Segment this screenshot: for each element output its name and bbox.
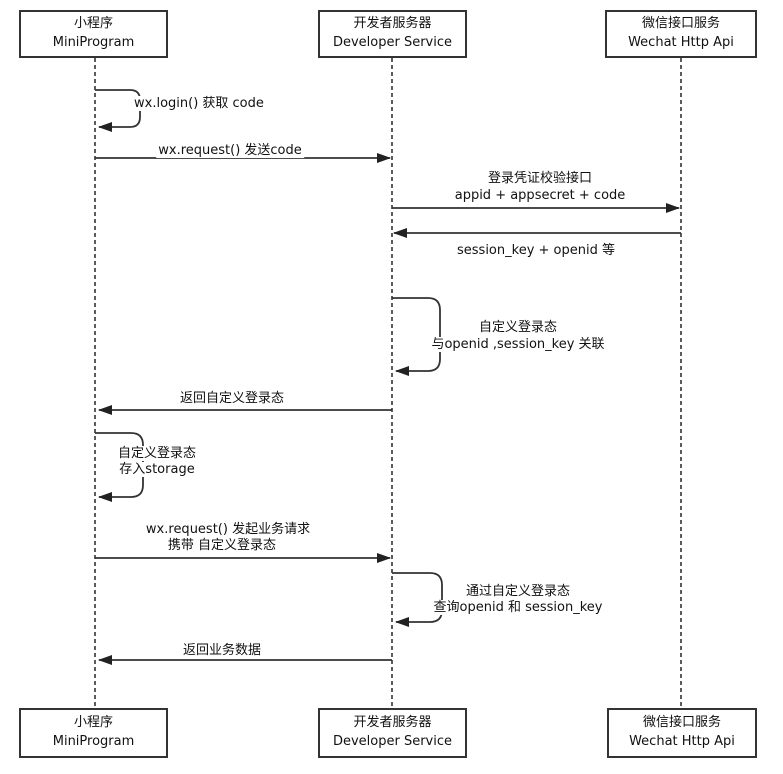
message-label-business-request-line2: 携带 自定义登录态	[165, 538, 279, 553]
actor-name-en: Wechat Http Api	[628, 35, 734, 50]
actor-name-en: Developer Service	[332, 734, 453, 749]
actor-name-cn: 小程序	[73, 715, 113, 731]
actor-name-en: Wechat Http Api	[629, 734, 735, 749]
actor-box-wechat-api-top: 微信接口服务 Wechat Http Api	[605, 10, 757, 58]
actor-name-cn: 开发者服务器	[353, 715, 432, 731]
actor-name-en: Developer Service	[332, 35, 453, 50]
actor-box-developer-service-bottom: 开发者服务器 Developer Service	[318, 708, 467, 758]
self-arrow-query-openid	[392, 572, 443, 627]
message-label-custom-login-state-line2: 与openid ,session_key 关联	[429, 337, 607, 352]
actor-name-cn: 微信接口服务	[642, 715, 721, 731]
actor-box-developer-service-top: 开发者服务器 Developer Service	[318, 10, 467, 58]
message-label-store-storage-line2: 存入storage	[117, 462, 197, 477]
self-arrow-custom-login-state	[392, 297, 441, 376]
actor-name-en: MiniProgram	[52, 734, 135, 749]
message-label-custom-login-state-line1: 自定义登录态	[476, 320, 560, 335]
message-label-store-storage-line1: 自定义登录态	[115, 446, 199, 461]
message-label-login-credential-check-line1: 登录凭证校验接口	[485, 171, 595, 186]
actor-name-cn: 开发者服务器	[353, 16, 432, 32]
message-label-session-key-openid: session_key + openid 等	[455, 243, 617, 258]
actor-name-cn: 小程序	[73, 16, 113, 32]
message-label-wx-login: wx.login() 获取 code	[132, 96, 266, 111]
message-label-return-custom-login-state: 返回自定义登录态	[177, 391, 287, 406]
actor-box-miniprogram-top: 小程序 MiniProgram	[19, 10, 168, 58]
message-label-query-openid-line1: 通过自定义登录态	[463, 584, 573, 599]
message-label-return-business-data: 返回业务数据	[180, 643, 264, 658]
actor-name-en: MiniProgram	[52, 35, 135, 50]
message-label-login-credential-check-line2: appid + appsecret + code	[452, 188, 628, 203]
message-label-query-openid-line2: 查询openid 和 session_key	[431, 600, 605, 615]
actor-name-cn: 微信接口服务	[641, 16, 720, 32]
message-label-wx-request-send-code: wx.request() 发送code	[156, 143, 304, 158]
actor-box-wechat-api-bottom: 微信接口服务 Wechat Http Api	[607, 708, 757, 758]
message-label-business-request-line1: wx.request() 发起业务请求	[143, 522, 313, 537]
actor-box-miniprogram-bottom: 小程序 MiniProgram	[19, 708, 168, 758]
